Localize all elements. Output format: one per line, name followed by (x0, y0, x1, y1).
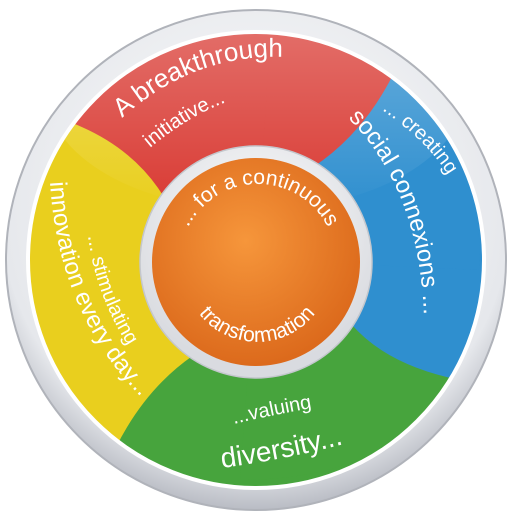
center-disc (152, 158, 360, 366)
